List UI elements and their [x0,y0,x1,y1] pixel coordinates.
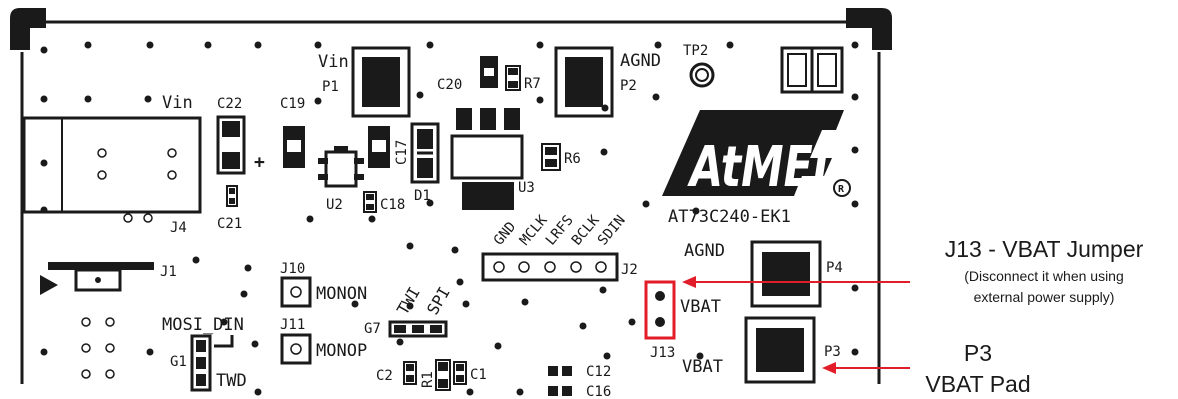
label-twi: TWI [393,283,424,318]
atmel-logo: AtMEL R AT73C240-EK1 [662,110,851,227]
component-c12: C12 [548,364,611,380]
label-p4: P4 [826,260,843,276]
board-outline [10,8,892,384]
label-p2: P2 [620,78,637,94]
label-p3: P3 [824,344,841,360]
callout-j13-title: J13 - VBAT Jumper [945,236,1144,262]
label-twd: TWD [216,371,247,391]
label-g7: G7 [364,321,381,337]
pad-p1: Vin P1 [318,46,411,118]
callout-p3-subtitle: VBAT Pad [925,371,1030,397]
label-mosi-din: MOSI_DIN [162,315,244,335]
pad-p3: VBAT P3 [682,316,841,384]
test-point-tp2: TP2 [683,43,715,88]
label-c22: C22 [217,96,242,112]
connector-j2: J2 GND MCLK LRFS BCLK SDIN [481,212,638,282]
component-u2: U2 [318,146,364,213]
component-c16: C16 [548,384,611,399]
label-plus: + [254,152,265,173]
label-spi: SPI [423,283,454,318]
label-u3: U3 [518,180,535,196]
j2-pin-label: LRFS [543,212,577,248]
label-r1: R1 [420,371,436,388]
j2-pin-label: GND [491,219,520,249]
label-vin-left: Vin [162,93,193,113]
component-r6: R6 [541,143,581,171]
pad-p4: AGND P4 [684,240,843,308]
board-name: AT73C240-EK1 [668,207,791,227]
component-c20: C20 [437,56,498,93]
label-monon: MONON [316,284,367,304]
label-monop: MONOP [316,341,367,361]
label-j11: J11 [280,317,305,333]
component-c22: C22 + [216,96,265,175]
callout-p3-title: P3 [964,340,992,366]
label-r6: R6 [564,151,581,167]
label-r7: R7 [524,76,541,92]
label-j13: J13 [650,345,675,361]
jumper-j13: J13 VBAT [644,280,721,361]
label-u2: U2 [326,197,343,213]
j2-pin-label: BCLK [569,212,603,249]
j2-pin-label: SDIN [595,212,629,248]
j2-pin-label: MCLK [517,212,551,249]
label-d1: D1 [414,188,431,204]
label-j10: J10 [280,261,305,277]
connector-j1: J1 [40,262,177,379]
label-j4: J4 [170,220,187,236]
connector-top-right [780,46,844,94]
label-agnd-top: AGND [620,51,661,71]
label-j1: J1 [160,264,177,280]
component-c2: C2 [376,361,417,385]
via-dots [40,41,859,396]
label-c2: C2 [376,368,393,384]
test-point-j10: J10 MONON [280,261,367,308]
label-c19: C19 [280,96,305,112]
component-d1: D1 [410,122,440,204]
callout-arrow-p3 [822,362,910,374]
callout-arrow-j13 [682,276,910,288]
label-c16: C16 [586,384,611,399]
component-r7: R7 [505,65,541,92]
registered-mark: R [838,184,845,195]
jumper-g7: TWI SPI G7 [364,283,454,338]
pad-p2: AGND P2 [554,46,661,118]
test-point-j11: J11 MONOP [280,317,367,365]
component-c17: C17 [368,126,410,168]
j13-highlight-box [644,280,676,340]
callout-p3: P3 VBAT Pad [925,340,1030,397]
component-c1: C1 [453,361,487,385]
label-agnd-p4: AGND [684,241,725,261]
corner-bracket-right [846,8,892,50]
callout-j13: J13 - VBAT Jumper (Disconnect it when us… [945,236,1144,305]
component-c19: C19 [280,96,305,168]
component-c21: C21 [217,185,242,232]
connector-j4: J4 Vin [22,93,202,236]
label-c12: C12 [586,364,611,380]
jumper-g1: MOSI_DIN G1 TWD [162,315,247,392]
label-vbat-j13: VBAT [680,297,721,317]
label-c1: C1 [470,367,487,383]
label-g1: G1 [170,354,187,370]
label-j2: J2 [621,262,638,278]
label-c17: C17 [394,140,410,165]
corner-bracket-left [10,8,46,50]
label-c20: C20 [437,77,462,93]
label-c21: C21 [217,216,242,232]
label-p1: P1 [322,79,339,95]
label-tp2: TP2 [683,43,708,59]
label-c18: C18 [380,197,405,213]
logo-text: AtMEL [687,135,840,200]
component-u3: U3 [450,108,535,210]
component-c18: C18 [363,191,405,213]
component-r1: R1 [420,359,451,391]
callout-j13-note-line2: external power supply) [974,289,1115,305]
label-vbat-p3: VBAT [682,357,723,377]
callout-j13-note-line1: (Disconnect it when using [964,268,1124,284]
label-vin-top: Vin [318,52,349,72]
